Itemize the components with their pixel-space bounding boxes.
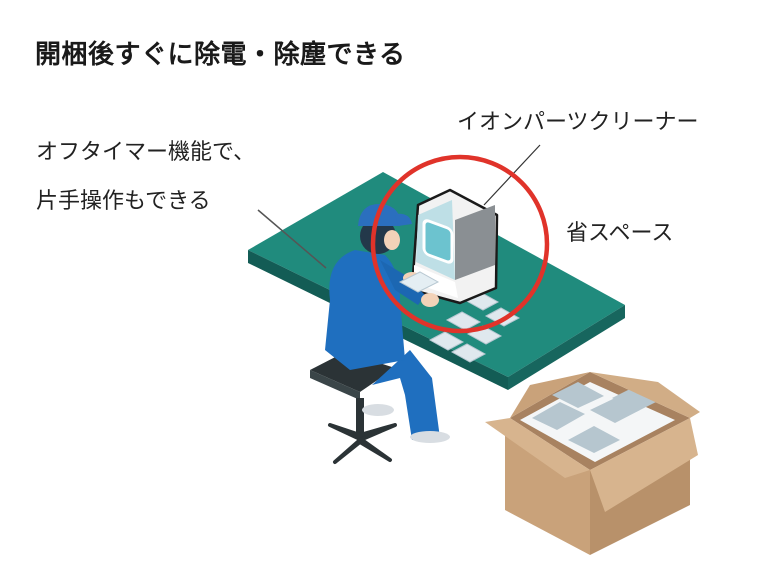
off-timer-label-line2: 片手操作もできる — [36, 189, 211, 214]
ion-parts-cleaner-machine — [410, 188, 499, 305]
off-timer-label-line1: オフタイマー機能で、 — [36, 140, 256, 165]
page-title: 開梱後すぐに除電・除塵できる — [35, 40, 406, 70]
worker — [325, 203, 450, 443]
cardboard-box — [485, 372, 700, 555]
leader-line-offtimer — [257, 209, 327, 269]
ion-parts-cleaner-label: イオンパーツクリーナー — [457, 110, 699, 135]
space-saving-label: 省スペース — [566, 221, 674, 246]
highlight-circle — [370, 154, 550, 334]
